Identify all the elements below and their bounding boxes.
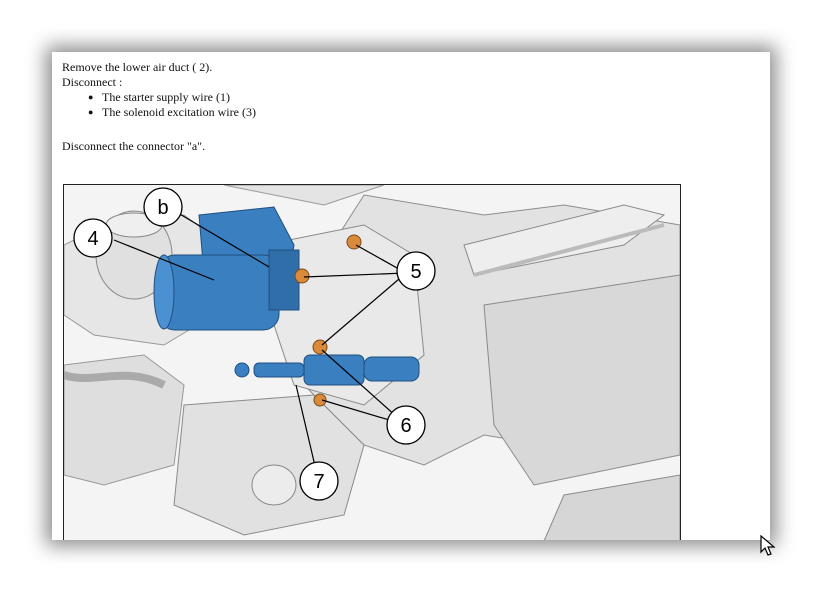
arrow-cursor-icon [760,535,776,556]
step-disconnect-label: Disconnect : [62,75,123,89]
callout-6: 6 [386,405,426,445]
callout-7: 7 [299,461,339,501]
svg-text:b: b [157,197,168,219]
list-item: The solenoid excitation wire (3) [88,105,256,120]
list-item: The starter supply wire (1) [88,90,256,105]
starter-motor-diagram: b 4 5 6 7 [63,184,681,540]
callout-4: 4 [73,218,113,258]
svg-text:7: 7 [313,471,324,493]
disconnect-list: The starter supply wire (1) The solenoid… [62,90,256,120]
document-window: Remove the lower air duct ( 2). Disconne… [52,52,770,540]
step-disconnect-connector: Disconnect the connector "a". [62,139,206,153]
callout-b: b [143,187,183,227]
instruction-text: Remove the lower air duct ( 2). Disconne… [62,60,256,154]
step-remove-air-duct: Remove the lower air duct ( 2). [62,60,213,74]
svg-text:5: 5 [410,261,421,283]
callout-5: 5 [396,251,436,291]
svg-text:4: 4 [87,228,98,250]
svg-text:6: 6 [400,415,411,437]
